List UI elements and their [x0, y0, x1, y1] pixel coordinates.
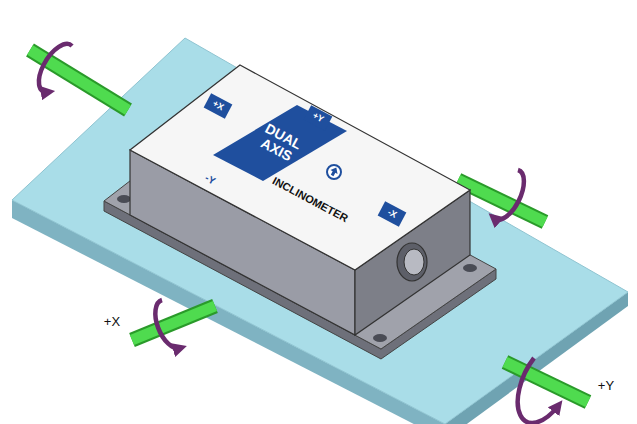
inclinometer-housing	[130, 65, 470, 335]
arrow-icon	[327, 165, 341, 179]
axis-rods	[30, 50, 588, 402]
plate-top	[12, 38, 628, 424]
axis-label: +X	[104, 315, 120, 329]
rotation-arrows	[39, 44, 558, 423]
banner	[213, 105, 347, 181]
axis-label: +Y	[598, 379, 614, 393]
